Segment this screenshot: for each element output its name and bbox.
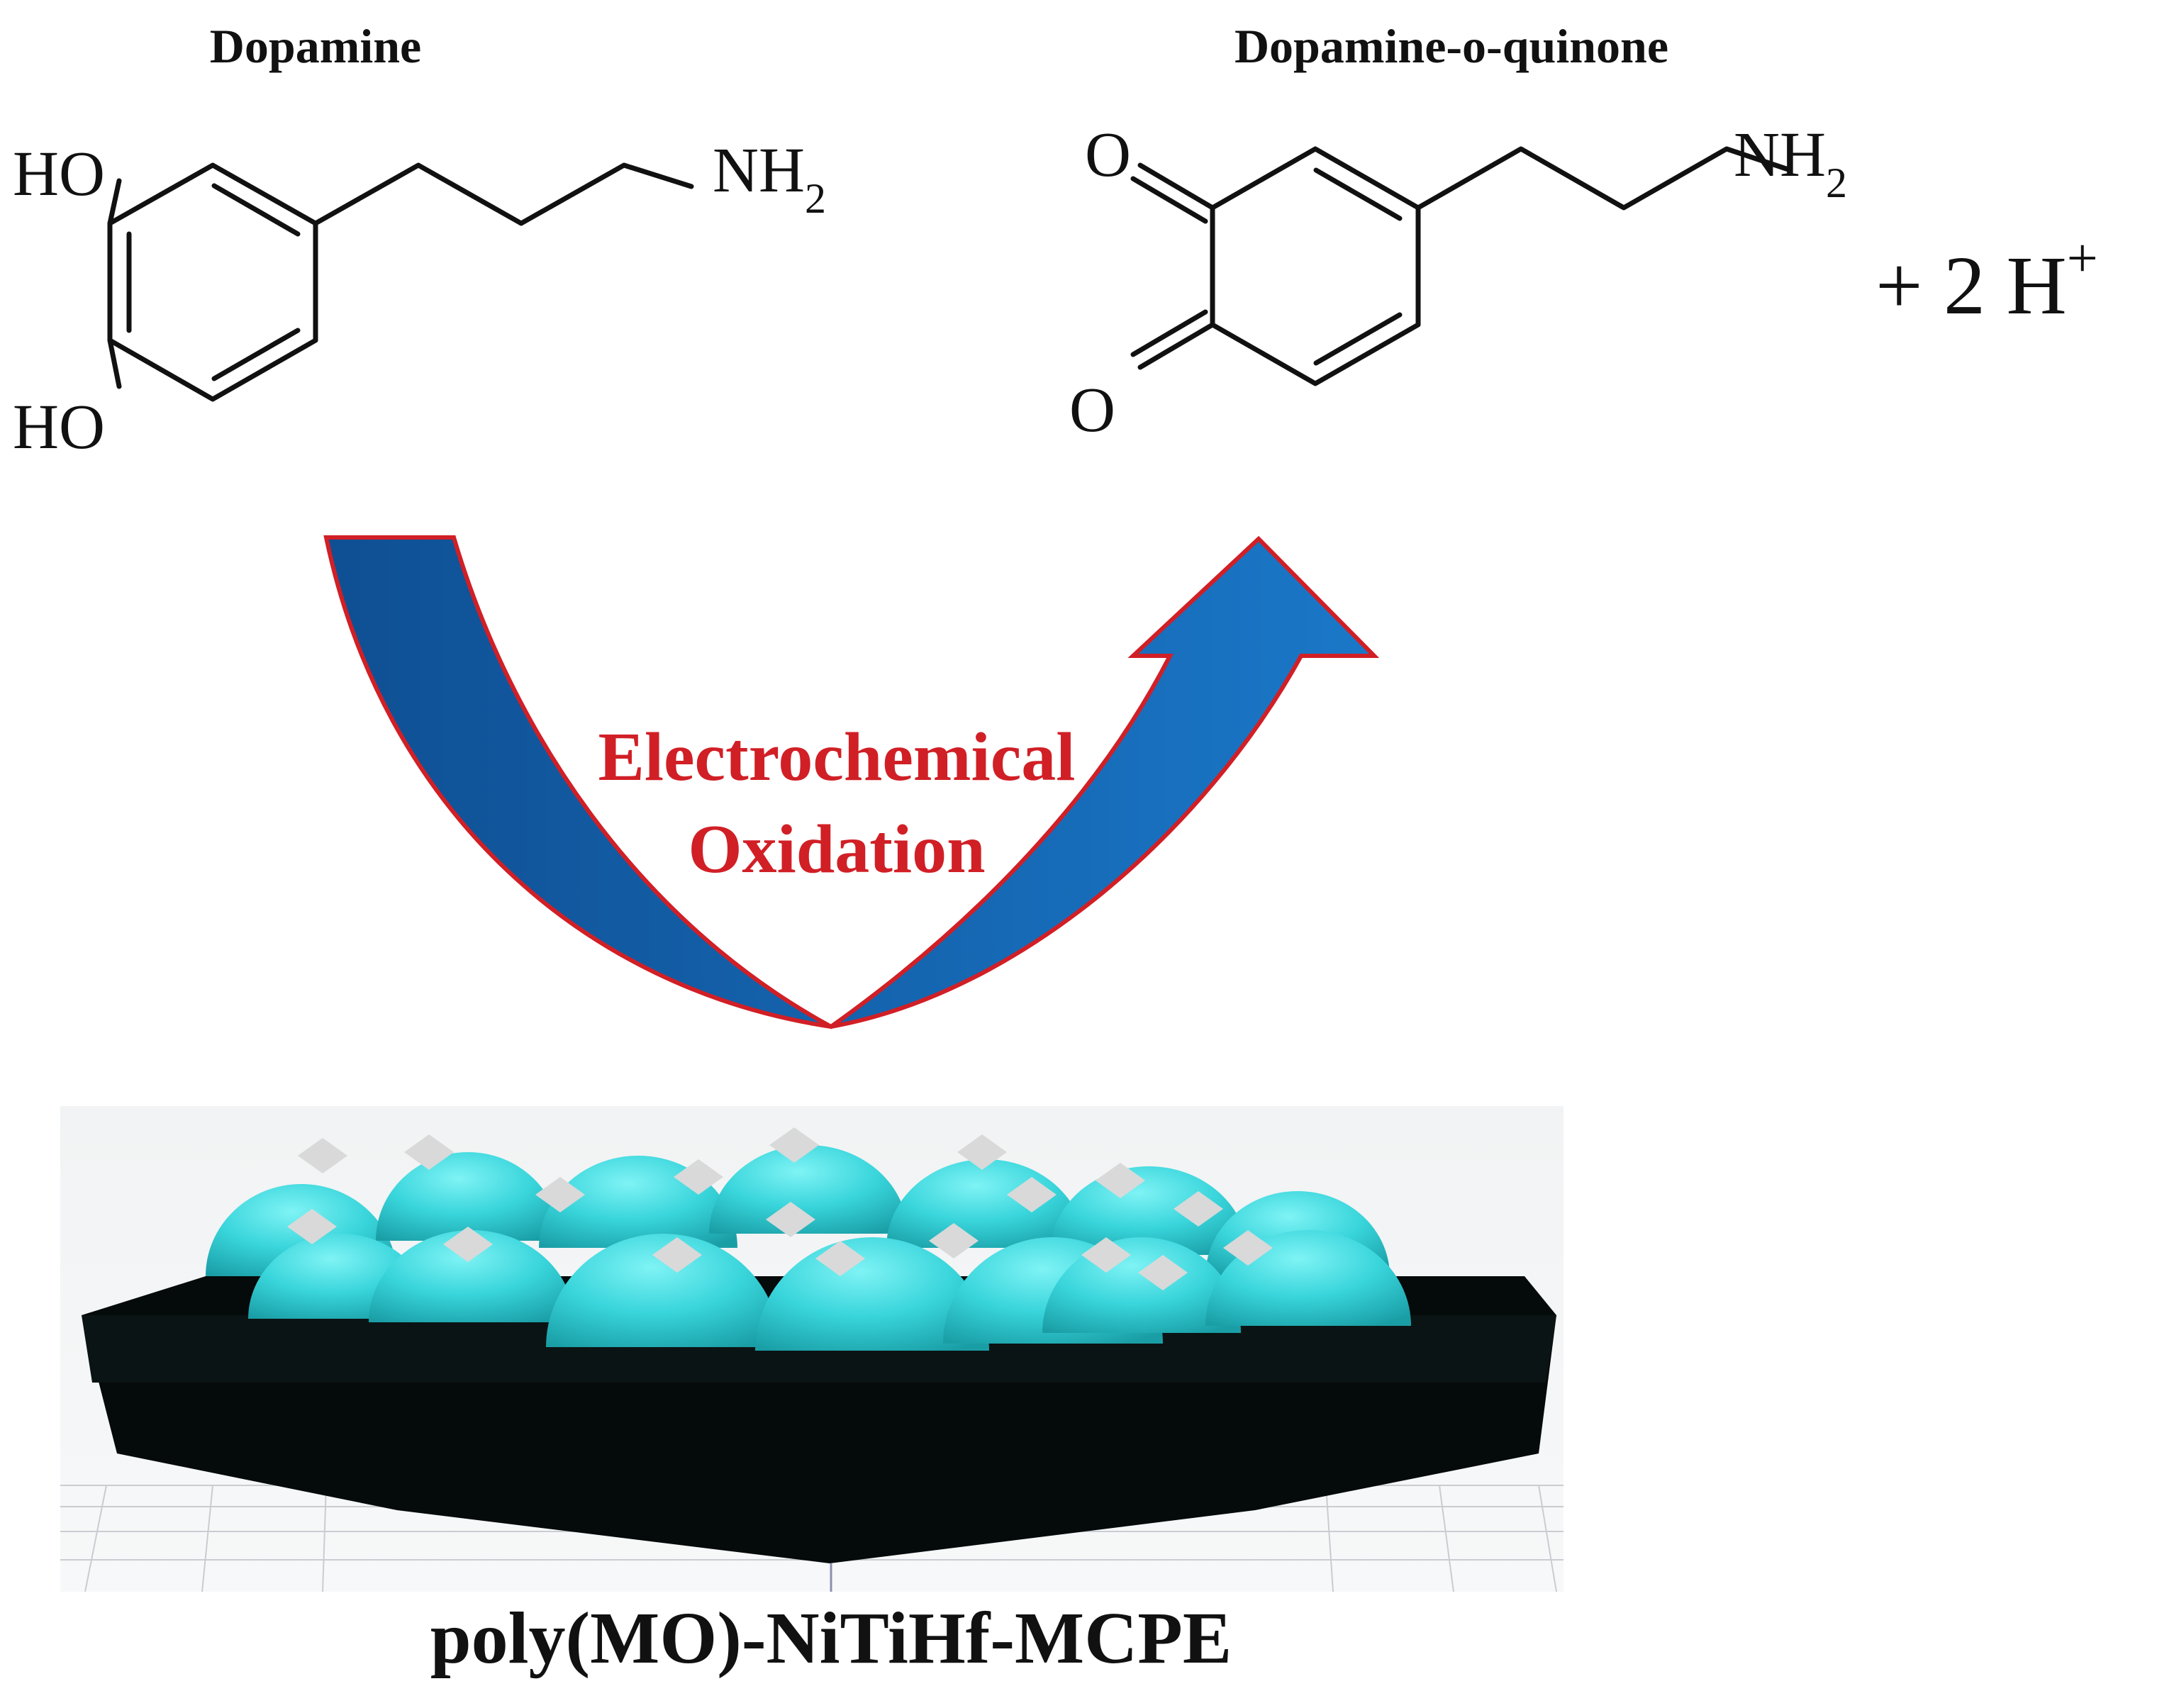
flake [929, 1223, 979, 1258]
flake [957, 1134, 1007, 1170]
quinone-double-bond [1313, 167, 1403, 221]
flake-group [287, 1127, 1273, 1290]
flake [1081, 1237, 1131, 1273]
nanoparticle-sphere [546, 1234, 780, 1347]
dopamine-title: Dopamine [210, 19, 421, 73]
flake [287, 1209, 337, 1244]
quinone-o-top-label: O [1085, 120, 1131, 190]
process-label-line1: Electrochemical [598, 719, 1075, 796]
flake [815, 1241, 865, 1276]
process-label-line2: Oxidation [688, 811, 985, 888]
flake [652, 1237, 702, 1273]
nanoparticle-sphere [1049, 1166, 1248, 1255]
nanoparticle-sphere [755, 1237, 989, 1351]
flake [1174, 1191, 1223, 1227]
dopamine-double-bond [211, 328, 301, 381]
dopamine-double-bond [211, 183, 301, 237]
flake [1096, 1163, 1145, 1198]
flake [674, 1159, 723, 1195]
flake [535, 1177, 585, 1212]
nanoparticle-sphere [709, 1145, 908, 1234]
flake [443, 1227, 493, 1262]
electrode-render [60, 1106, 1564, 1592]
flake [766, 1202, 815, 1237]
quinone-ethylamine-chain [1415, 146, 1793, 211]
flake [1138, 1255, 1188, 1290]
flake [769, 1127, 819, 1163]
quinone-o-bottom-label: O [1069, 375, 1115, 445]
dopamine-oh-bond [107, 337, 122, 389]
quinone-ring [1210, 146, 1421, 386]
nanoparticle-sphere [369, 1230, 574, 1322]
nanoparticle-sphere [376, 1152, 560, 1241]
dopamine-oh-bond [107, 178, 122, 226]
electrode-label: poly(MO)-NiTiHf-MCPE [430, 1597, 1232, 1679]
dopamine-ho-bottom-label: HO [13, 392, 105, 462]
quinone-carbonyl-bond [1137, 322, 1215, 370]
dopamine-ring [107, 162, 318, 402]
dopamine-structure: Dopamine HO HO NH2 [13, 19, 826, 462]
dopamine-ethylamine-chain [313, 162, 694, 226]
flake [1007, 1177, 1057, 1212]
dopamine-quinone-structure: Dopamine-o-quinone O O NH2 [1069, 19, 1847, 445]
byproduct-protons: + 2 H+ [1875, 227, 2098, 332]
quinone-double-bond [1313, 312, 1403, 366]
dopamine-ho-top-label: HO [13, 139, 105, 209]
quinone-nh2-label: NH2 [1734, 120, 1847, 206]
quinone-carbonyl-bond [1137, 162, 1215, 211]
flake [404, 1134, 454, 1170]
quinone-carbonyl-bond [1130, 309, 1208, 357]
dopamine-quinone-title: Dopamine-o-quinone [1234, 19, 1668, 73]
flake [1223, 1230, 1273, 1266]
quinone-carbonyl-bond [1130, 176, 1208, 224]
flake [298, 1138, 347, 1173]
dopamine-nh2-label: NH2 [713, 135, 826, 222]
electrochemical-oxidation-arrow [323, 535, 1380, 1029]
